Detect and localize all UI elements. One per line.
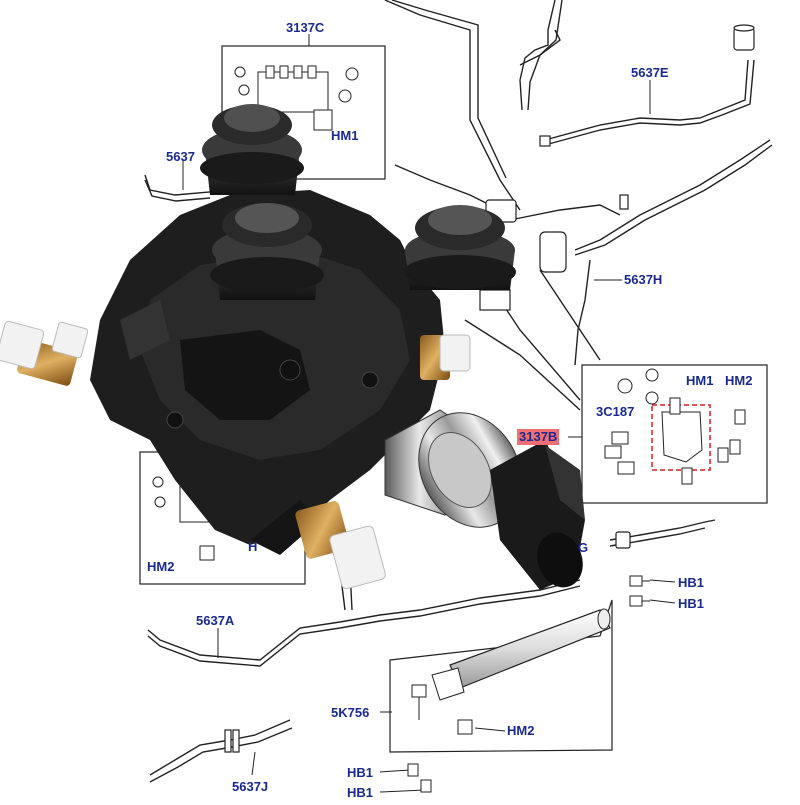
pressure-sensor: [384, 409, 585, 590]
label-HM1-top: HM1: [331, 128, 359, 143]
dome-top-left: [200, 104, 304, 195]
valve-block: [0, 104, 585, 590]
bolts-HB1: [629, 575, 650, 607]
dome-center: [210, 203, 324, 300]
label-G: G: [578, 540, 589, 555]
fitting-right: [420, 334, 471, 380]
box-3137B: [581, 364, 768, 504]
label-HB1-a: HB1: [678, 575, 705, 590]
label-3137B-highlighted: 3137B: [517, 429, 560, 445]
label-HB1-c: HB1: [347, 765, 374, 780]
label-HM2-bottom: HM2: [507, 723, 535, 738]
label-HB1-d: HB1: [347, 785, 374, 800]
label-HB1-b: HB1: [678, 596, 705, 611]
fitting-left: [0, 320, 89, 386]
label-3137C: 3137C: [286, 20, 325, 35]
label-HM2-left: HM2: [147, 559, 175, 574]
label-5637J: 5637J: [232, 779, 269, 794]
fitting-bottom: [295, 501, 386, 590]
accumulator-cylinder: [407, 608, 611, 793]
label-5637A: 5637A: [196, 613, 235, 628]
label-3C187: 3C187: [596, 404, 635, 419]
box-3137C: [221, 45, 386, 180]
label-HM2-right: HM2: [725, 373, 753, 388]
label-5K756: 5K756: [331, 705, 370, 720]
dome-right: [404, 205, 516, 290]
label-5637-top: 5637: [166, 149, 195, 164]
label-H: H: [248, 539, 258, 554]
label-5637H: 5637H: [624, 272, 663, 287]
leader-lines: [182, 34, 676, 793]
label-HM1-right: HM1: [686, 373, 714, 388]
label-5637E: 5637E: [631, 65, 669, 80]
pipe-fittings: [224, 24, 755, 753]
